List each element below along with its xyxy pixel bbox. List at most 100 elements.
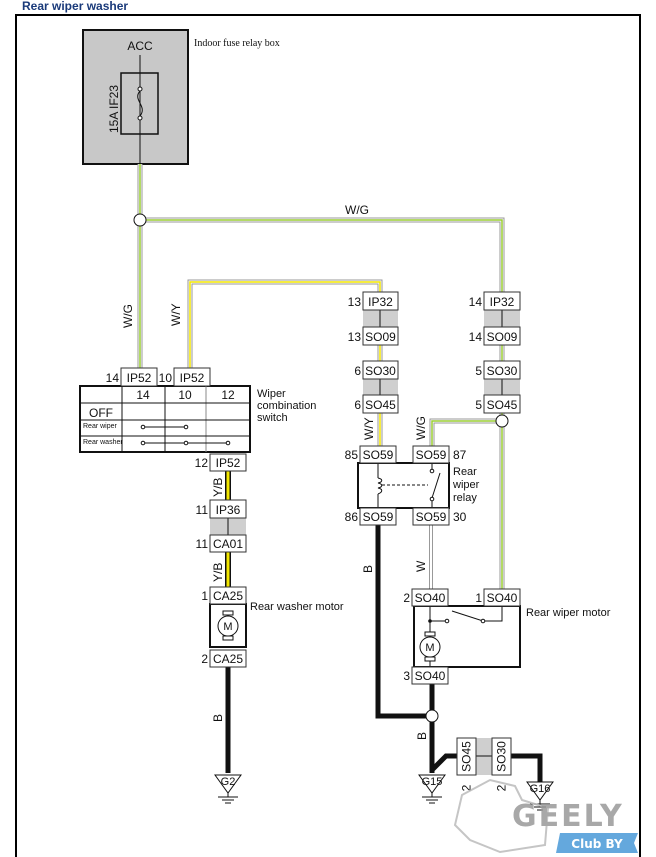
connector-pin: 12 bbox=[195, 456, 209, 470]
connector-name: IP32 bbox=[368, 295, 393, 309]
connector-so45-pin-2: SO45 2 bbox=[456, 737, 477, 791]
connector-name: SO09 bbox=[365, 330, 396, 344]
motor-symbol: M bbox=[425, 642, 434, 654]
connector-name: SO40 bbox=[415, 591, 446, 605]
connector-ca25-pin-1: CA25 1 bbox=[201, 586, 247, 605]
wire-label: W/G bbox=[345, 203, 369, 217]
connector-name: SO30 bbox=[487, 364, 518, 378]
wire-w-g bbox=[140, 217, 505, 292]
connector-name: SO45 bbox=[487, 398, 518, 412]
wire-label: W/Y bbox=[362, 417, 376, 440]
connector-name: IP52 bbox=[127, 371, 152, 385]
connector-name: CA25 bbox=[213, 589, 243, 603]
acc-label: ACC bbox=[127, 39, 153, 53]
switch-label: switch bbox=[257, 412, 288, 424]
connector-so45-pin-5: SO45 5 bbox=[475, 394, 521, 414]
connector-pin: 11 bbox=[196, 537, 209, 551]
relay-label: relay bbox=[453, 492, 477, 504]
connector-pin: 2 bbox=[403, 591, 410, 605]
wire-b bbox=[375, 525, 432, 719]
wire-label: B bbox=[211, 714, 225, 722]
switch-row: OFF bbox=[89, 406, 113, 420]
watermark-logo: GEELY Club BY bbox=[453, 778, 638, 854]
fuse-label: 15A IF23 bbox=[107, 85, 121, 133]
switch-label: combination bbox=[257, 400, 316, 412]
connector-pin: 6 bbox=[354, 398, 361, 412]
connector-pin: 87 bbox=[453, 448, 467, 462]
switch-col: 12 bbox=[221, 388, 235, 402]
junction-ground bbox=[425, 709, 439, 723]
switch-label: Wiper bbox=[257, 388, 286, 400]
wiper-combination-switch: 14 10 12 OFF Rear wiper Rear washer bbox=[79, 385, 251, 453]
coil-icon bbox=[377, 477, 383, 495]
wire-label: Y/B bbox=[211, 563, 225, 582]
relay-label: Rear bbox=[453, 466, 477, 478]
rear-wiper-relay bbox=[357, 462, 450, 509]
connector-ip52-pin-10: IP52 10 bbox=[159, 367, 211, 387]
grounds: G2 G15 G16 bbox=[214, 774, 554, 811]
connector-pin: 2 bbox=[460, 784, 474, 791]
ground-icon: G2 bbox=[214, 774, 242, 804]
frame bbox=[15, 14, 641, 857]
switch-row: Rear wiper bbox=[83, 423, 118, 430]
connector-so59-pin-86: SO59 86 bbox=[345, 507, 397, 526]
wiper-motor-label: Rear wiper motor bbox=[526, 607, 611, 619]
connector-name: SO30 bbox=[365, 364, 396, 378]
connector-so40-pin-1: SO40 1 bbox=[475, 588, 521, 607]
motor-symbol: M bbox=[223, 621, 232, 633]
connector-name: IP36 bbox=[216, 503, 241, 517]
connector-name: SO40 bbox=[487, 591, 518, 605]
connector-pin: 1 bbox=[475, 591, 482, 605]
connector-pin: 13 bbox=[348, 330, 362, 344]
switch-col: 10 bbox=[178, 388, 192, 402]
connector-name: SO40 bbox=[415, 669, 446, 683]
connector-pin: 1 bbox=[201, 589, 208, 603]
wire-label: W bbox=[414, 560, 428, 572]
ground-icon: G16 bbox=[526, 781, 554, 811]
indoor-fuse-relay-box: ACC 15A IF23 bbox=[82, 29, 189, 165]
switch-col: 14 bbox=[136, 388, 150, 402]
connector-pin: 6 bbox=[354, 364, 361, 378]
junction-wg-relay bbox=[495, 414, 509, 428]
connector-name: SO30 bbox=[495, 741, 509, 772]
connector-pin: 11 bbox=[196, 503, 209, 517]
connector-pin: 5 bbox=[475, 398, 482, 412]
connector-pin: 10 bbox=[159, 371, 173, 385]
ground-label: G16 bbox=[530, 783, 551, 795]
connector-name: SO59 bbox=[416, 510, 447, 524]
wire-b bbox=[508, 753, 543, 782]
wire-label: B bbox=[415, 732, 429, 740]
relay-label: wiper bbox=[452, 479, 480, 491]
motor-icon bbox=[419, 636, 441, 658]
connector-name: IP52 bbox=[180, 371, 205, 385]
connector-name: SO45 bbox=[365, 398, 396, 412]
connector-pin: 14 bbox=[469, 295, 483, 309]
connector-joints bbox=[210, 310, 520, 775]
connector-pin: 3 bbox=[403, 669, 410, 683]
connector-name: SO59 bbox=[363, 510, 394, 524]
wire-label: B bbox=[361, 565, 375, 573]
fuse-icon bbox=[137, 90, 143, 117]
motor-icon bbox=[217, 615, 239, 637]
connector-pin: 86 bbox=[345, 510, 359, 524]
junction-wg bbox=[133, 213, 147, 227]
connector-name: SO45 bbox=[460, 741, 474, 772]
ground-icon: G15 bbox=[418, 774, 446, 804]
wire-label: W/Y bbox=[169, 303, 183, 326]
connector-so30-pin-6: SO30 6 bbox=[354, 360, 399, 380]
connector-so40-pin-3: SO40 3 bbox=[403, 666, 449, 685]
wire-b bbox=[430, 753, 460, 772]
diagram-title: Rear wiper washer bbox=[22, 0, 128, 13]
wire-w-y bbox=[187, 279, 383, 368]
